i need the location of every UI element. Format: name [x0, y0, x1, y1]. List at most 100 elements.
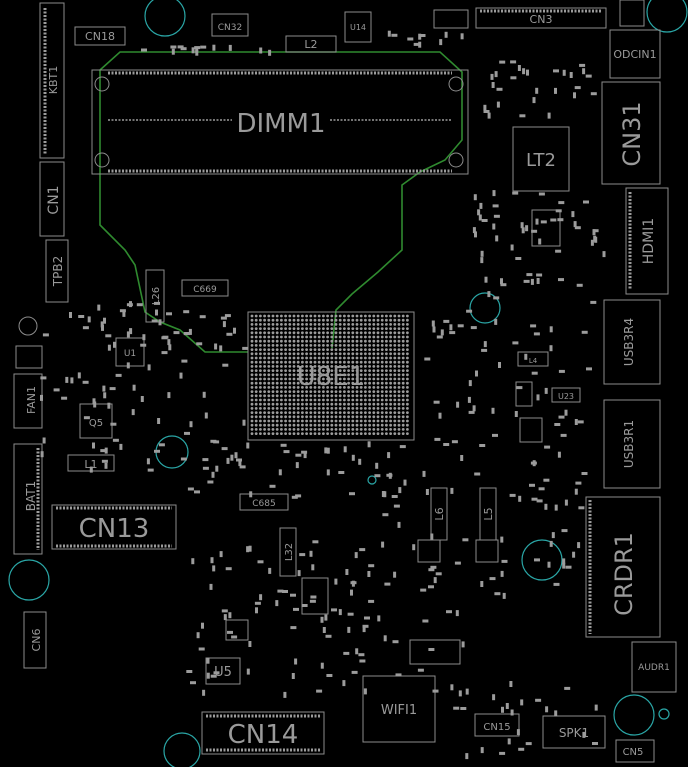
bga-ball — [393, 348, 397, 351]
small-outline — [619, 0, 645, 27]
bga-ball — [351, 402, 355, 406]
bga-ball — [351, 394, 355, 398]
bga-ball — [296, 352, 300, 356]
spk1-outline — [542, 715, 606, 749]
bga-ball — [305, 411, 308, 414]
bga-ball — [263, 432, 266, 435]
smd-pad — [295, 453, 302, 457]
smd-pad — [309, 550, 313, 557]
bga-ball — [376, 314, 380, 318]
smd-pad — [530, 324, 537, 328]
smd-pad — [558, 278, 564, 282]
smd-pad — [202, 458, 209, 462]
bga-ball — [372, 348, 376, 351]
bga-ball — [338, 402, 342, 406]
bga-ball — [397, 344, 401, 347]
bga-ball — [364, 390, 367, 393]
bga-ball — [288, 407, 292, 410]
bga-ball — [355, 360, 359, 364]
bga-ball — [385, 432, 388, 435]
bga-ball — [250, 411, 254, 414]
bga-ball — [385, 398, 388, 402]
smd-pad — [517, 65, 521, 71]
bga-ball — [292, 327, 296, 330]
bga-ball — [292, 402, 296, 406]
bga-ball — [326, 415, 329, 419]
bga-ball — [343, 356, 346, 360]
bga-ball — [351, 428, 355, 431]
bga-ball — [401, 419, 405, 423]
label-usb3r4: USB3R4 — [622, 318, 636, 366]
label-u8e1: U8E1 — [297, 362, 366, 392]
bga-ball — [267, 365, 271, 368]
bga-ball — [288, 390, 292, 393]
bga-ball — [309, 344, 313, 347]
bga-ball — [322, 356, 325, 360]
bga-ball — [372, 428, 376, 431]
smd-pad — [554, 504, 558, 511]
bga-ball — [372, 432, 376, 435]
bga-ball — [364, 407, 367, 410]
bga-ball — [330, 339, 334, 343]
bga-ball — [301, 411, 304, 414]
bga-ball — [322, 323, 325, 326]
bga-ball — [259, 373, 262, 377]
smd-pad — [350, 589, 353, 596]
bga-ball — [397, 327, 401, 330]
bga-ball — [313, 407, 317, 410]
bga-ball — [280, 423, 283, 427]
smd-pad — [142, 334, 146, 341]
bga-ball — [355, 356, 359, 360]
bga-ball — [284, 360, 287, 364]
smd-pad — [186, 670, 193, 673]
bga-ball — [359, 381, 363, 385]
bga-ball — [343, 352, 346, 356]
bga-ball — [385, 356, 388, 360]
bga-ball — [389, 381, 392, 385]
smd-pad — [590, 239, 594, 246]
smd-pad — [433, 577, 437, 584]
smd-pad — [326, 469, 330, 476]
bga-ball — [275, 323, 279, 326]
bga-ball — [322, 432, 325, 435]
bga-ball — [267, 327, 271, 330]
smd-pad — [183, 332, 190, 336]
smd-pad — [320, 616, 324, 623]
smd-pad — [221, 609, 228, 613]
bga-ball — [288, 402, 292, 406]
u2-outline — [18, 316, 38, 336]
smd-pad — [558, 415, 565, 419]
bga-ball — [296, 323, 300, 326]
bga-ball — [305, 428, 308, 431]
smd-pad — [583, 200, 589, 204]
bga-ball — [389, 348, 392, 351]
smd-pad — [324, 614, 328, 621]
bga-ball — [267, 377, 271, 381]
bga-ball — [326, 411, 329, 414]
label-c669: C669 — [193, 285, 217, 295]
bga-ball — [338, 369, 342, 372]
smd-pad — [579, 63, 586, 67]
bga-ball — [301, 428, 304, 431]
bga-ball — [305, 415, 308, 419]
smd-pad — [577, 542, 581, 549]
bga-ball — [313, 339, 317, 343]
bga-ball — [364, 331, 367, 335]
bga-ball — [355, 327, 359, 330]
mounting-hole — [469, 292, 501, 324]
smd-pad — [460, 707, 467, 710]
bga-ball — [380, 428, 384, 431]
bga-ball — [250, 373, 254, 377]
bga-ball — [334, 373, 338, 377]
bga-ball — [343, 314, 346, 318]
bga-ball — [267, 411, 271, 414]
bga-ball — [259, 411, 262, 414]
smd-pad — [432, 689, 439, 693]
bga-ball — [389, 390, 392, 393]
bga-ball — [385, 335, 388, 339]
smd-pad — [547, 112, 551, 119]
smd-pad — [545, 706, 549, 713]
bga-ball — [359, 331, 363, 335]
bga-ball — [330, 390, 334, 393]
smd-pad — [82, 326, 89, 330]
